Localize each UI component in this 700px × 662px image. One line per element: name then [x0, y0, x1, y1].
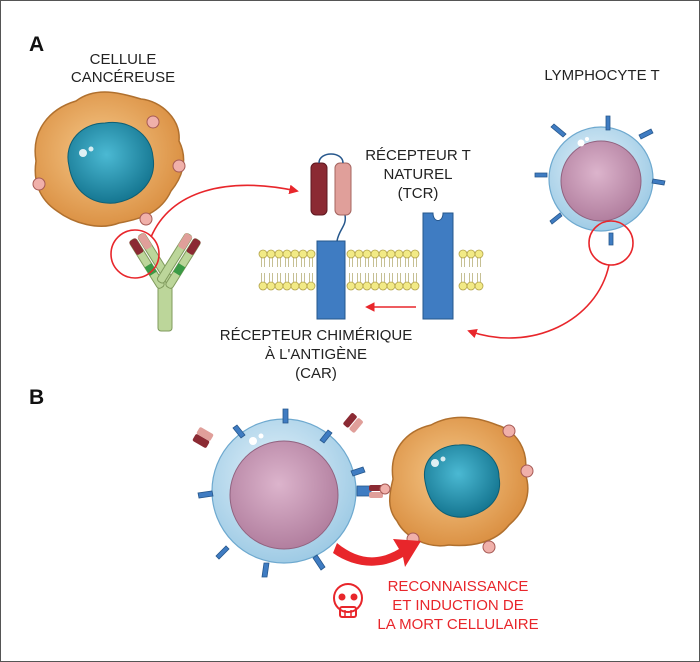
antibody: [129, 233, 201, 332]
arrow-lymphocyte-to-tcr: [467, 264, 610, 339]
lymphocyte-label: LYMPHOCYTE T: [544, 67, 660, 84]
lymphocyte-a: [534, 115, 666, 246]
result-label-line1: RECONNAISSANCE: [387, 578, 529, 595]
car-receptor: [310, 153, 352, 320]
panel-label-b: B: [29, 386, 45, 409]
car-label-line1: RÉCEPTEUR CHIMÉRIQUE: [219, 327, 413, 344]
car-label-line2: À L'ANTIGÈNE: [264, 346, 368, 363]
car-label-line3: (CAR): [295, 365, 337, 382]
tcr-label-line3: (TCR): [397, 185, 439, 202]
tcr-label-line2: NATUREL: [383, 166, 453, 183]
cancer-cell-label-line2: CANCÉREUSE: [70, 69, 176, 86]
recognition-arrow: [333, 539, 421, 567]
tcr-receptor: [422, 212, 454, 320]
result-label-line3: LA MORT CELLULAIRE: [377, 616, 539, 633]
panel-label-a: A: [29, 33, 45, 56]
cancer-cell-a: [32, 91, 186, 227]
car-t-cell-b: [192, 408, 383, 578]
cancer-cell-b: [379, 416, 534, 554]
antibody-highlight-circle: [110, 229, 160, 279]
membrane-bilayer: [258, 249, 484, 291]
result-label-line2: ET INDUCTION DE: [392, 597, 524, 614]
cancer-cell-label-line1: CELLULE: [89, 51, 157, 68]
tcr-highlight-circle: [588, 220, 634, 266]
tcr-label-line1: RÉCEPTEUR T: [365, 147, 471, 164]
arrow-antibody-to-car: [150, 184, 299, 238]
skull-icon: [333, 583, 363, 618]
